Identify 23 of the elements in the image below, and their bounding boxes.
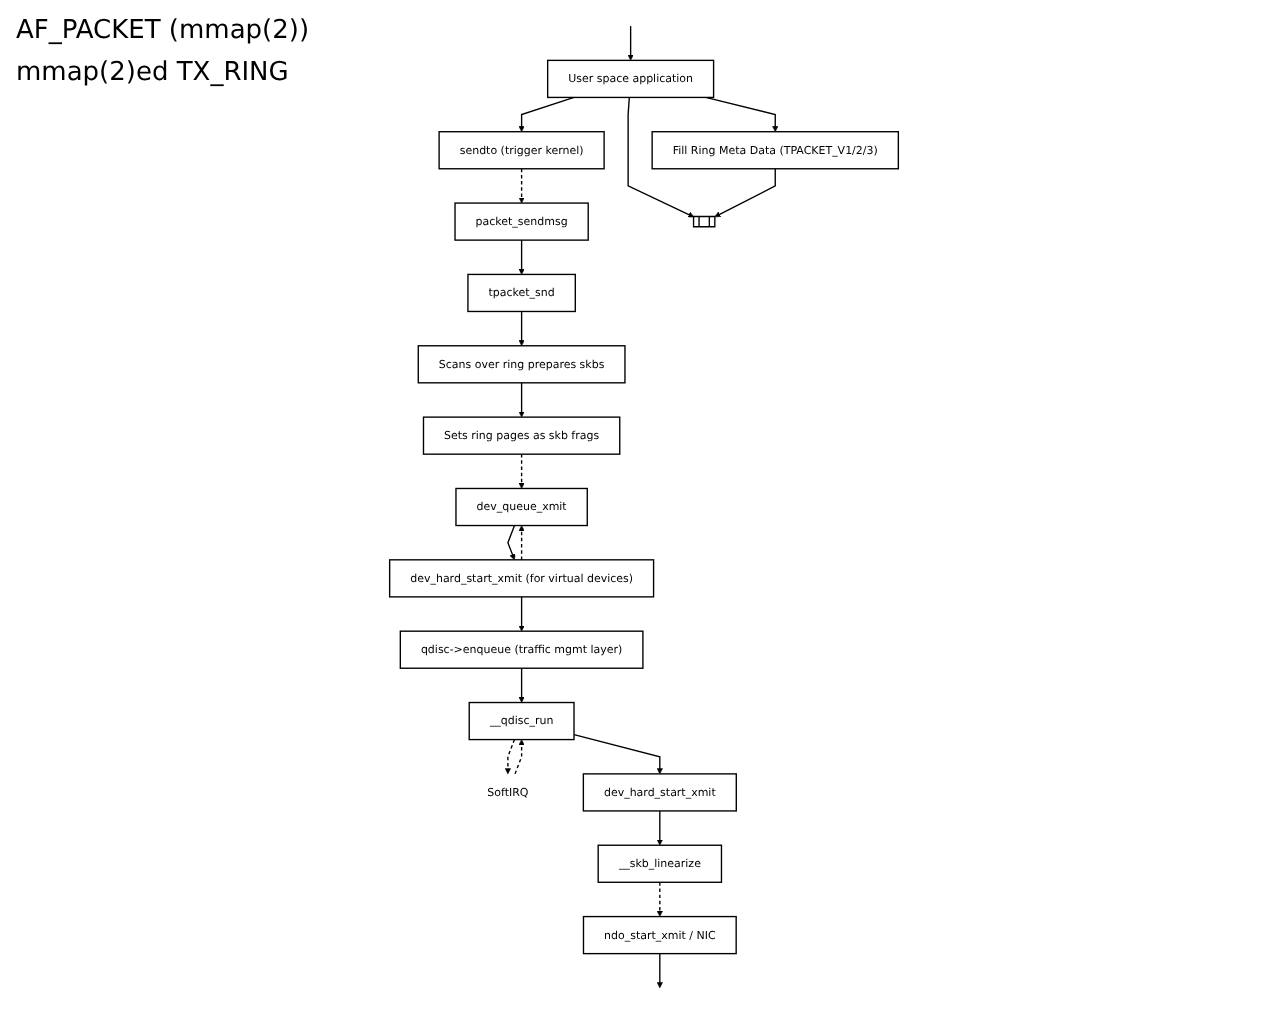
arrow xyxy=(627,96,695,218)
arrow xyxy=(656,881,663,917)
arrow xyxy=(514,739,525,775)
arrow xyxy=(627,25,634,61)
arrow xyxy=(518,453,525,489)
arrow xyxy=(573,733,663,775)
arrow xyxy=(518,382,525,418)
arrow xyxy=(714,168,776,218)
arrow xyxy=(504,738,516,775)
arrow xyxy=(656,810,663,846)
arrow xyxy=(518,168,525,204)
arrow xyxy=(518,525,525,561)
arrow xyxy=(518,96,575,132)
arrow xyxy=(705,96,779,132)
arrow xyxy=(518,667,525,703)
arrow xyxy=(518,596,525,632)
node-bar xyxy=(692,215,716,228)
arrow xyxy=(518,310,525,347)
arrow xyxy=(507,524,516,561)
arrow xyxy=(518,239,525,275)
annotation-text: AF_PACKET (mmap(2)) xyxy=(16,16,310,46)
annotation-text: mmap(2)ed TX_RING xyxy=(16,58,291,88)
arrow xyxy=(656,952,663,989)
